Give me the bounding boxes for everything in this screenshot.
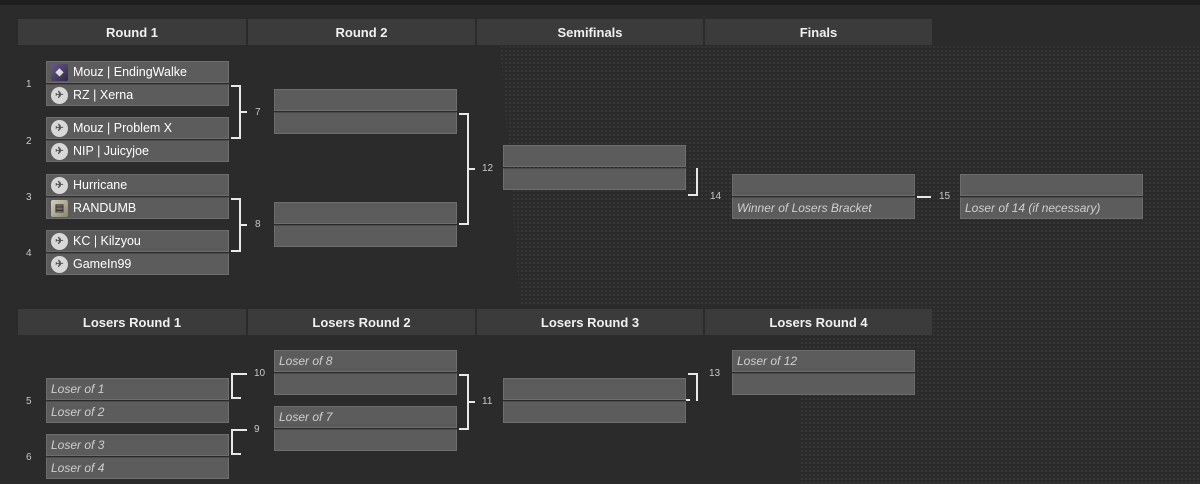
match-number: 6 — [26, 452, 32, 463]
bracket-connector — [241, 224, 247, 226]
header-losers-round-2: Losers Round 2 — [248, 309, 475, 335]
match-9-slot-top[interactable]: Loser of 7 — [274, 406, 457, 428]
match-8-slot-bottom[interactable] — [274, 225, 457, 247]
header-round-2: Round 2 — [248, 19, 475, 45]
placeholder-text: Loser of 1 — [51, 382, 105, 396]
header-semifinals: Semifinals — [477, 19, 703, 45]
placeholder-text: Loser of 7 — [279, 410, 333, 424]
match-number: 12 — [482, 163, 494, 174]
header-losers-round-3: Losers Round 3 — [477, 309, 703, 335]
bracket-connector — [688, 373, 698, 401]
team-name: RANDUMB — [73, 201, 137, 215]
team-name: Mouz | Problem X — [73, 121, 173, 135]
match-number: 10 — [254, 368, 266, 379]
team-name: RZ | Xerna — [73, 88, 134, 102]
match-3-slot-bottom[interactable]: ▤ RANDUMB — [46, 197, 229, 219]
team-name: Mouz | EndingWalke — [73, 65, 187, 79]
match-number: 13 — [709, 368, 721, 379]
match-1-slot-top[interactable]: ◆ Mouz | EndingWalke — [46, 61, 229, 83]
match-7-slot-top[interactable] — [274, 89, 457, 111]
placeholder-text: Winner of Losers Bracket — [737, 201, 872, 215]
placeholder-text: Loser of 8 — [279, 354, 333, 368]
team-name: GameIn99 — [73, 257, 132, 271]
bracket-connector — [231, 85, 241, 139]
bracket-connector — [459, 113, 469, 225]
team-logo-icon: ✈ — [51, 232, 68, 250]
match-9-slot-bottom[interactable] — [274, 429, 457, 451]
match-number: 8 — [255, 219, 261, 230]
team-logo-icon: ✈ — [51, 255, 68, 273]
placeholder-text: Loser of 14 (if necessary) — [965, 201, 1101, 215]
match-14-slot-bottom[interactable]: Winner of Losers Bracket — [732, 197, 915, 219]
match-11-slot-top[interactable] — [503, 378, 686, 400]
match-6-slot-bottom[interactable]: Loser of 4 — [46, 457, 229, 479]
top-bar — [0, 0, 1200, 5]
bracket-connector — [469, 401, 475, 403]
bracket-connector — [241, 111, 247, 113]
match-2-slot-bottom[interactable]: ✈ NIP | Juicyjoe — [46, 140, 229, 162]
team-name: KC | Kilzyou — [73, 234, 141, 248]
placeholder-text: Loser of 12 — [737, 354, 798, 368]
match-4-slot-top[interactable]: ✈ KC | Kilzyou — [46, 230, 229, 252]
match-number: 7 — [255, 107, 261, 118]
bracket-connector — [459, 374, 469, 430]
match-12-slot-bottom[interactable] — [503, 168, 686, 190]
bracket-connector — [231, 373, 241, 399]
match-15-slot-bottom[interactable]: Loser of 14 (if necessary) — [960, 197, 1143, 219]
match-5-slot-top[interactable]: Loser of 1 — [46, 378, 229, 400]
header-losers-round-1: Losers Round 1 — [18, 309, 246, 335]
match-14-slot-top[interactable] — [732, 174, 915, 196]
player-photo-icon: ◆ — [51, 63, 68, 81]
match-8-slot-top[interactable] — [274, 202, 457, 224]
header-round-1: Round 1 — [18, 19, 246, 45]
team-name: Hurricane — [73, 178, 128, 192]
placeholder-text: Loser of 3 — [51, 438, 105, 452]
team-logo-icon: ✈ — [51, 142, 68, 160]
match-number: 9 — [254, 424, 260, 435]
match-5-slot-bottom[interactable]: Loser of 2 — [46, 401, 229, 423]
match-number: 2 — [26, 136, 32, 147]
match-number: 4 — [26, 248, 32, 259]
team-logo-icon: ✈ — [51, 176, 68, 194]
match-3-slot-top[interactable]: ✈ Hurricane — [46, 174, 229, 196]
match-number: 15 — [939, 191, 951, 202]
match-7-slot-bottom[interactable] — [274, 112, 457, 134]
team-logo-icon: ✈ — [51, 86, 68, 104]
team-name: NIP | Juicyjoe — [73, 144, 149, 158]
match-12-slot-top[interactable] — [503, 145, 686, 167]
match-15-slot-top[interactable] — [960, 174, 1143, 196]
match-number: 1 — [26, 79, 32, 90]
match-4-slot-bottom[interactable]: ✈ GameIn99 — [46, 253, 229, 275]
bracket-connector — [231, 198, 241, 252]
header-losers-round-4: Losers Round 4 — [705, 309, 932, 335]
match-11-slot-bottom[interactable] — [503, 401, 686, 423]
match-number: 14 — [710, 191, 722, 202]
team-logo-icon: ✈ — [51, 119, 68, 137]
bracket-connector — [241, 373, 247, 375]
match-13-slot-bottom[interactable] — [732, 373, 915, 395]
match-10-slot-bottom[interactable] — [274, 373, 457, 395]
bracket-connector — [469, 168, 475, 170]
bracket-connector — [917, 196, 931, 198]
match-13-slot-top[interactable]: Loser of 12 — [732, 350, 915, 372]
placeholder-text: Loser of 4 — [51, 461, 105, 475]
placeholder-text: Loser of 2 — [51, 405, 105, 419]
match-number: 3 — [26, 192, 32, 203]
match-1-slot-bottom[interactable]: ✈ RZ | Xerna — [46, 84, 229, 106]
match-number: 5 — [26, 396, 32, 407]
match-2-slot-top[interactable]: ✈ Mouz | Problem X — [46, 117, 229, 139]
match-number: 11 — [482, 396, 493, 407]
match-10-slot-top[interactable]: Loser of 8 — [274, 350, 457, 372]
bracket-connector — [688, 168, 698, 196]
match-6-slot-top[interactable]: Loser of 3 — [46, 434, 229, 456]
bracket-connector — [686, 399, 690, 401]
header-finals: Finals — [705, 19, 932, 45]
bracket-connector — [241, 429, 247, 431]
player-photo-icon: ▤ — [51, 199, 68, 217]
bracket-connector — [231, 429, 241, 455]
